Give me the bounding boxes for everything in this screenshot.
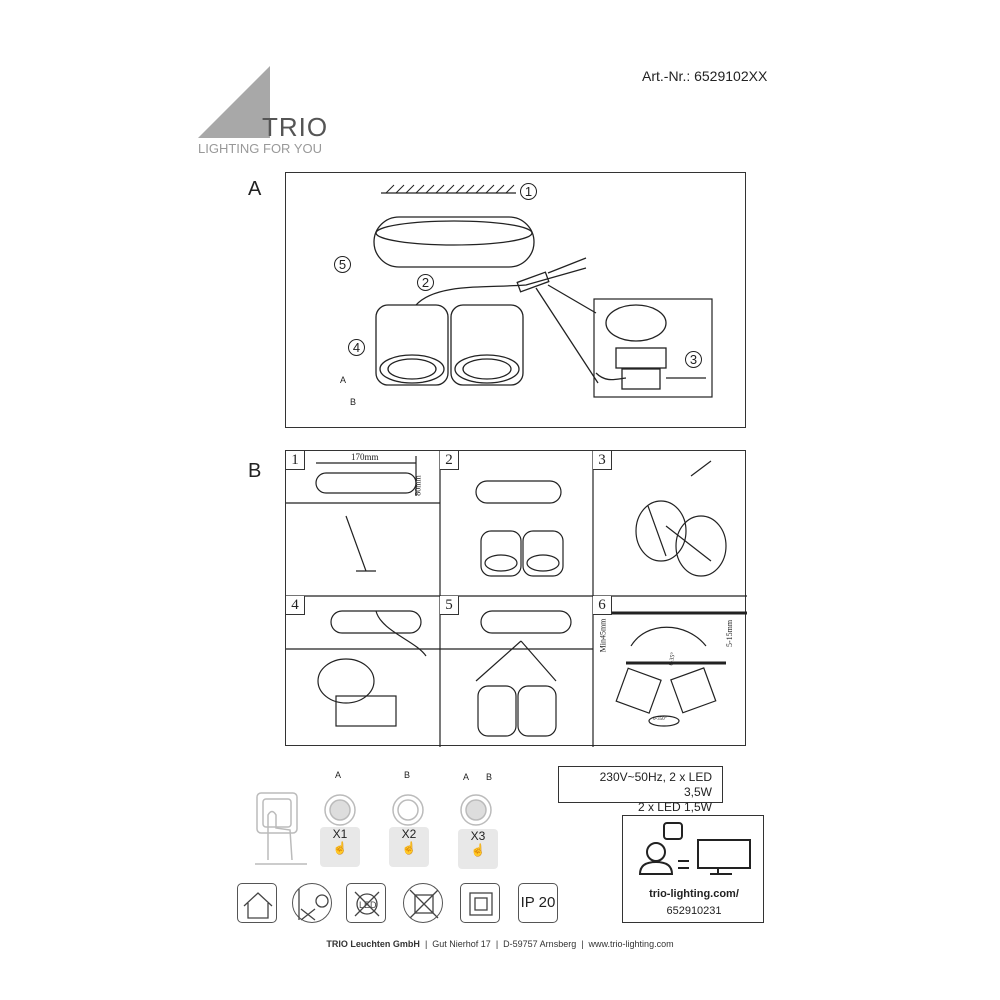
no-dimmer-icon (292, 883, 332, 923)
panel-2-number: 2 (440, 451, 459, 470)
mode-b-label: B (350, 397, 357, 407)
mode-3-light-b: B (486, 772, 493, 782)
panel-6-number: 6 (593, 596, 612, 615)
panel-1-number: 1 (286, 451, 305, 470)
step-2-marker: 2 (417, 274, 434, 291)
mode-3-light-a: A (463, 772, 470, 782)
section-b-grid: 1 2 3 4 5 6 170mm 80mm Min45mm 5-15mm 0-… (285, 450, 747, 747)
footer-company: TRIO Leuchten GmbH (326, 939, 420, 949)
led-not-replaceable-icon: LED (346, 883, 386, 923)
section-b-label: B (248, 460, 262, 482)
protection-class-2-icon (460, 883, 500, 923)
info-code: 652910231 (666, 905, 722, 917)
mode-2-light-b: B (404, 770, 411, 780)
specs-line-2: 2 x LED 1,5W (637, 800, 712, 814)
section-a-diagram: 1 2 3 4 5 A B (285, 172, 746, 428)
svg-text:LED: LED (359, 900, 377, 910)
footer-street: Gut Nierhof 17 (432, 939, 491, 949)
press-x2: X2☝ (389, 827, 429, 867)
hand-icon: ☝ (332, 841, 348, 855)
step-4-marker: 4 (348, 339, 365, 356)
specs-line-1: 230V~50Hz, 2 x LED 3,5W (599, 770, 712, 799)
rotate-angle: 0-350° (653, 717, 667, 722)
info-url[interactable]: trio-lighting.com/ (649, 888, 739, 900)
panel-4-number: 4 (286, 596, 305, 615)
press-x1: X1☝ (320, 827, 360, 867)
hand-icon: ☝ (401, 841, 417, 855)
mounting-illustration (373, 184, 713, 398)
section-a-label: A (248, 178, 262, 200)
mode-1-light-a: A (335, 770, 342, 780)
indoor-use-icon (237, 883, 277, 923)
step-3-marker: 3 (685, 351, 702, 368)
press-x3: X3☝ (458, 829, 498, 869)
info-box: trio-lighting.com/ 652910231 (622, 815, 764, 923)
hand-icon: ☝ (470, 843, 486, 857)
footer-city: D-59757 Arnsberg (503, 939, 577, 949)
specs-box: 230V~50Hz, 2 x LED 3,5W 2 x LED 1,5W (558, 766, 723, 814)
brand-name: TRIO (262, 112, 329, 142)
mode-a-label: A (340, 375, 347, 385)
no-insulation-cover-icon (403, 883, 443, 923)
panel-3-number: 3 (593, 451, 612, 470)
step-5-marker: 5 (334, 256, 351, 273)
user-help-icon (638, 822, 751, 875)
ip-rating: IP 20 (518, 883, 558, 923)
footer-web[interactable]: www.trio-lighting.com (588, 939, 674, 949)
article-number: Art.-Nr.: 6529102XX (642, 68, 768, 84)
step-1-marker: 1 (520, 183, 537, 200)
brand-tagline: LIGHTING FOR YOU (198, 141, 322, 156)
footer: TRIO Leuchten GmbH | Gut Nierhof 17 | D-… (326, 939, 674, 949)
width-dimension: 170mm (351, 452, 379, 462)
panel-5-number: 5 (440, 596, 459, 615)
